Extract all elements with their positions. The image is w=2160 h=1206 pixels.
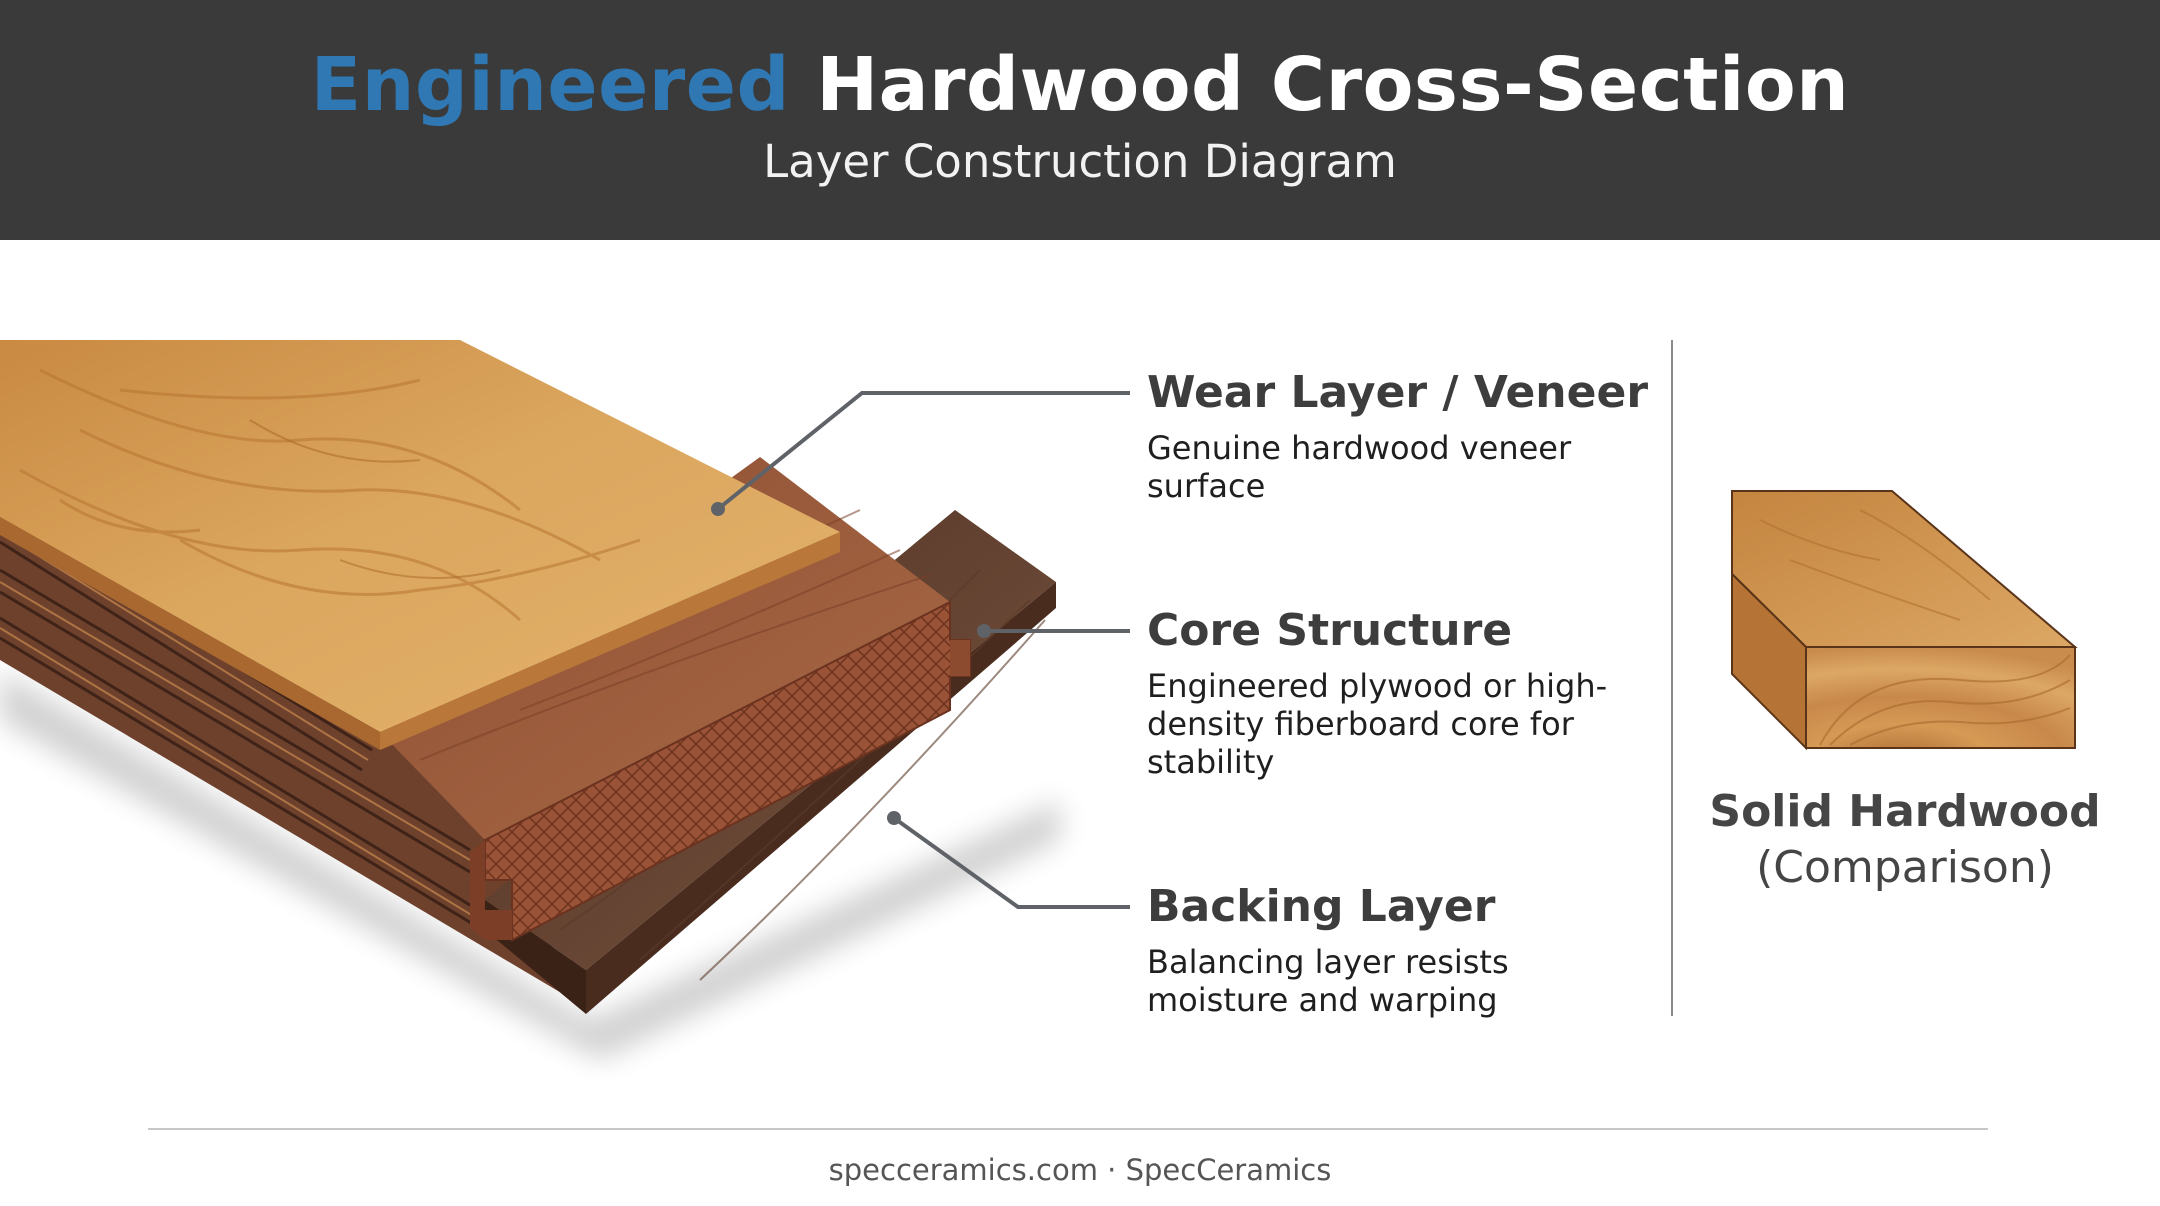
plank-left-edges — [0, 490, 590, 1010]
leader-dot-wear — [711, 502, 725, 516]
leader-dot-backing — [887, 811, 901, 825]
plank-shadow — [0, 670, 1060, 1060]
core-left-lip — [470, 840, 512, 940]
footer-divider — [148, 1128, 1988, 1130]
leader-dot-core — [977, 624, 991, 638]
callout-title-wear-layer: Wear Layer / Veneer — [1147, 367, 1649, 418]
veneer-edge — [380, 532, 840, 750]
cross-section-diagram — [0, 340, 2078, 1060]
veneer-left-edge — [0, 517, 380, 750]
comparison-divider — [1671, 340, 1673, 1016]
callout-title-backing-layer: Backing Layer — [1147, 881, 1496, 932]
title-rest: Hardwood Cross-Section — [816, 42, 1850, 128]
callout-desc-wear-layer: Genuine hardwood veneer surface — [1147, 429, 1572, 505]
leader-line-backing — [892, 816, 1130, 909]
header-bar: Engineered Hardwood Cross-Section Layer … — [0, 0, 2160, 240]
callout-desc-backing-layer: Balancing layer resists moisture and war… — [1147, 943, 1509, 1019]
footer-credit: specceramics.com · SpecCeramics — [828, 1153, 1332, 1187]
title-accent: Engineered — [310, 42, 790, 128]
page-subtitle: Layer Construction Diagram — [763, 135, 1397, 188]
core-tongue — [950, 640, 970, 676]
comparison-title: Solid Hardwood — [1709, 786, 2101, 837]
callout-desc-core-structure: Engineered plywood or high-density fiber… — [1147, 667, 1608, 781]
block-end — [1805, 646, 2076, 749]
leader-line-wear — [716, 391, 1130, 511]
page-title: Engineered Hardwood Cross-Section — [0, 38, 2160, 132]
veneer-top — [0, 340, 840, 732]
solid-hardwood-block — [1731, 490, 2078, 751]
callout-title-core-structure: Core Structure — [1147, 605, 1513, 656]
comparison-subtitle: (Comparison) — [1756, 842, 2054, 893]
